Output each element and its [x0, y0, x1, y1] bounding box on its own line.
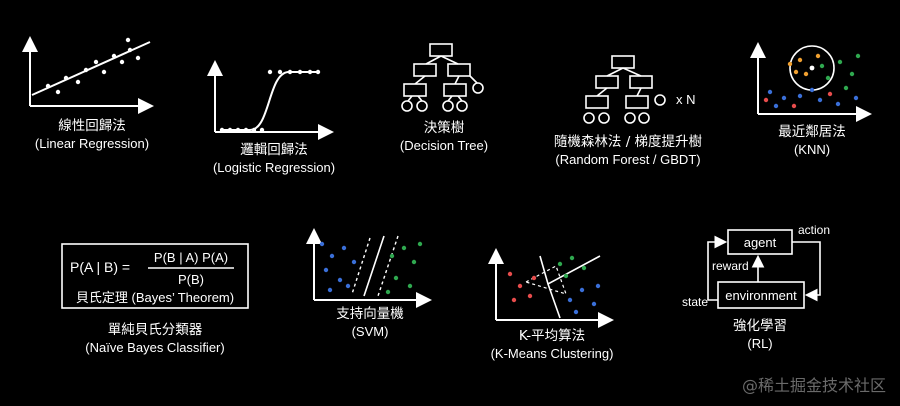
- label-decision-tree: 決策樹 (Decision Tree): [399, 120, 489, 153]
- label-kmeans: K-平均算法 (K-Means Clustering): [490, 328, 614, 361]
- linear-regression-plot: [22, 36, 154, 114]
- bayes-denominator: P(B): [178, 272, 204, 287]
- rl-loop-diagram: [707, 229, 821, 309]
- label-reinforcement-learning: 強化學習 (RL): [733, 318, 787, 351]
- forest-multiplier-label: x N: [676, 92, 696, 107]
- svm-plot: [306, 228, 432, 308]
- label-logistic-regression: 邏輯回歸法 (Logistic Regression): [212, 142, 336, 175]
- label-knn: 最近鄰居法 (KNN): [778, 124, 846, 157]
- rl-action-label: action: [798, 223, 830, 237]
- label-linear-regression: 線性回歸法 (Linear Regression): [34, 118, 150, 151]
- watermark: @稀土掘金技术社区: [741, 376, 886, 395]
- bayes-formula-box: [61, 243, 249, 309]
- rl-reward-label: reward: [712, 259, 749, 273]
- knn-plot: [750, 42, 872, 122]
- bayes-numerator: P(B | A) P(A): [154, 250, 228, 265]
- label-naive-bayes: 單純貝氏分類器 (Naïve Bayes Classifier): [85, 322, 225, 355]
- rl-environment-label: environment: [725, 288, 797, 303]
- bayes-caption: 貝氏定理 (Bayes’ Theorem): [76, 290, 234, 305]
- rl-state-label: state: [682, 295, 708, 309]
- decision-tree-graphic: [401, 43, 484, 112]
- bayes-lhs: P(A | B) =: [70, 259, 130, 275]
- rl-agent-label: agent: [744, 235, 777, 250]
- random-forest-graphic: [583, 55, 666, 124]
- kmeans-plot: [488, 248, 614, 328]
- label-random-forest: 隨機森林法 / 梯度提升樹 (Random Forest / GBDT): [553, 134, 703, 167]
- logistic-regression-plot: [207, 60, 334, 140]
- label-svm: 支持向量機 (SVM): [336, 306, 404, 339]
